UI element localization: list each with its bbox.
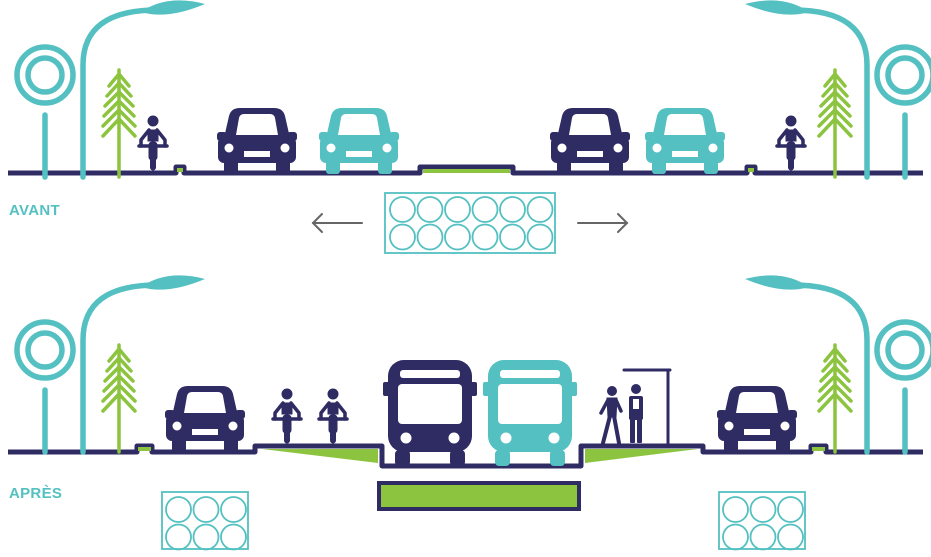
conduit-circle [389, 223, 416, 251]
section-after [8, 275, 931, 551]
conduit-circle [749, 523, 777, 551]
cyclist-icon [317, 387, 349, 445]
pedestrian-icon [599, 384, 623, 445]
car-icon [717, 386, 797, 452]
conduit-circle [220, 523, 247, 551]
conduit-circle [722, 496, 749, 523]
road-profile-before [8, 164, 923, 176]
conduit-circle [220, 496, 247, 523]
underground-green-slab [377, 481, 581, 511]
arrow-right-icon [577, 213, 629, 233]
car-icon [319, 108, 399, 174]
tree-icon [817, 68, 853, 179]
car-icon [165, 386, 245, 452]
street-lamp-icon [17, 0, 205, 177]
arrow-left-icon [311, 213, 363, 233]
section-before [8, 0, 931, 254]
bike-lane-green [262, 449, 378, 463]
conduit-circle [499, 223, 526, 251]
car-icon [217, 108, 297, 174]
conduit-circle [444, 196, 471, 223]
conduit-circle [165, 496, 192, 523]
conduit-circle [444, 223, 471, 251]
tree-icon [101, 68, 137, 179]
road-profile-after [8, 443, 923, 469]
bus-icon [383, 360, 477, 466]
conduit-circle [471, 223, 499, 251]
sidewalk-green [585, 449, 698, 463]
duct-bank-icon [161, 491, 249, 551]
tree-icon [817, 343, 853, 454]
conduit-circle [416, 196, 444, 223]
cyclist-icon [137, 114, 169, 172]
duct-bank-icon [718, 491, 806, 551]
conduit-circle [526, 223, 554, 251]
conduit-circle [192, 523, 220, 551]
conduit-circle [777, 496, 804, 523]
conduit-circle [416, 223, 444, 251]
median-green-before [423, 169, 510, 173]
cyclist-icon [271, 387, 303, 445]
car-icon [550, 108, 630, 174]
label-after: APRÈS [9, 485, 63, 502]
conduit-circle [722, 523, 749, 551]
cyclist-icon [775, 114, 807, 172]
bus-stop-icon [622, 368, 672, 447]
bus-icon [483, 360, 577, 466]
car-icon [645, 108, 725, 174]
pedestrian-icon [629, 384, 643, 443]
conduit-circle [526, 196, 554, 223]
conduit-circle [499, 196, 526, 223]
conduit-circle [165, 523, 192, 551]
conduit-circle [749, 496, 777, 523]
label-before: AVANT [9, 202, 60, 219]
duct-bank-icon [384, 192, 556, 254]
conduit-circle [389, 196, 416, 223]
conduit-circle [777, 523, 804, 551]
tree-icon [101, 343, 137, 454]
conduit-circle [192, 496, 220, 523]
conduit-circle [471, 196, 499, 223]
